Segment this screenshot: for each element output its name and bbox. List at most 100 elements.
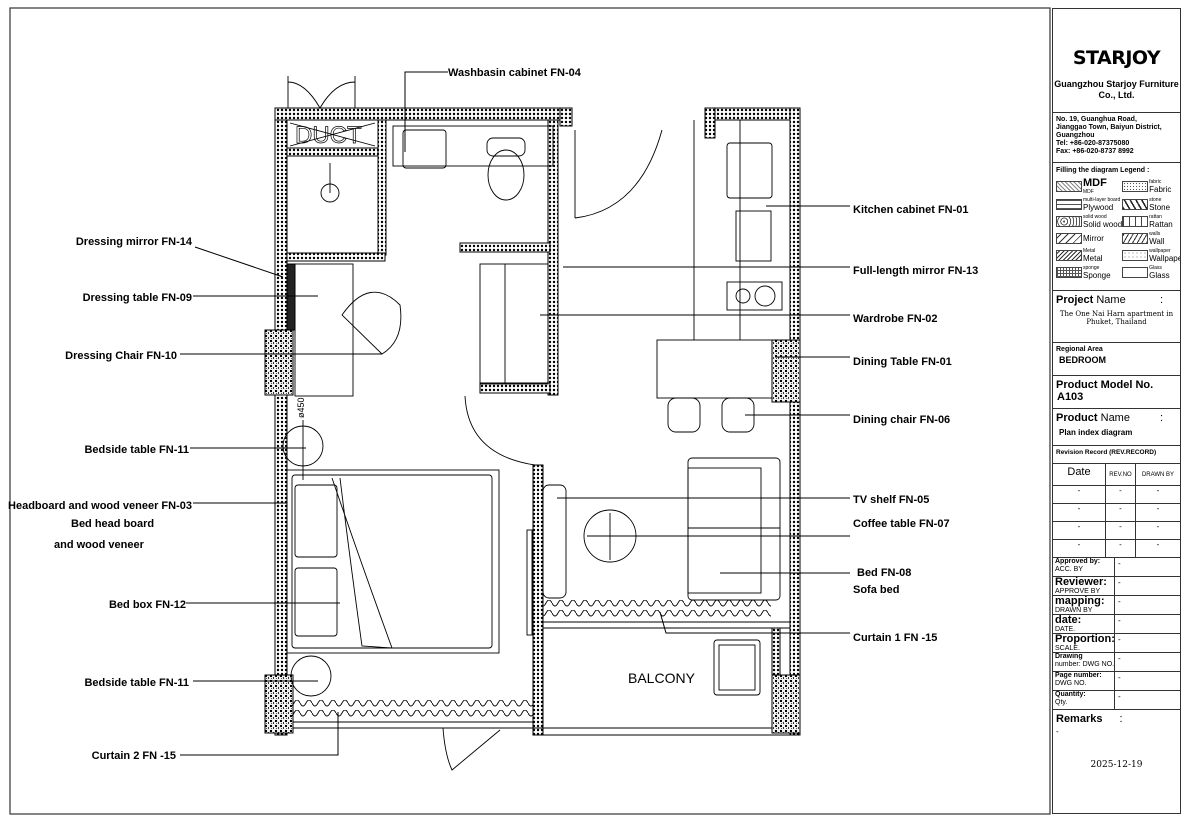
legend-small-label: stone xyxy=(1149,197,1162,203)
field-label: Approved by: xyxy=(1055,558,1101,565)
legend-label: Glass xyxy=(1149,271,1170,280)
mdf-swatch xyxy=(1056,180,1082,192)
regional-area-label: Regional Area xyxy=(1056,346,1103,353)
field-label-cell: Quantity:Qty. xyxy=(1053,691,1115,709)
revision-cell: - xyxy=(1106,504,1136,522)
revision-cell: - xyxy=(1053,486,1106,504)
sponge-swatch xyxy=(1056,267,1082,278)
field-row: mapping:DRAWN BY- xyxy=(1053,596,1180,615)
wall-swatch xyxy=(1122,233,1149,244)
product-model-value: A103 xyxy=(1057,391,1084,403)
field-label: Page number: xyxy=(1055,672,1102,679)
legend-small-label: fabric xyxy=(1149,178,1162,185)
field-label: mapping: xyxy=(1055,596,1105,607)
wallpaper-swatch xyxy=(1122,250,1149,261)
field-label-cell: date:DATE. xyxy=(1053,615,1115,633)
revision-cell: - xyxy=(1106,540,1136,558)
label-dressing-chair: Dressing Chair FN-10 xyxy=(65,350,177,362)
field-label-cell: Proportion:SCALE. xyxy=(1053,634,1115,652)
legend-small-label: walls xyxy=(1149,231,1161,237)
field-label: Quantity: xyxy=(1055,691,1086,698)
label-bedside-table-1: Bedside table FN-11 xyxy=(84,444,189,456)
legend-label: Fabric xyxy=(1149,184,1172,194)
legend-label: Plywood xyxy=(1083,203,1114,212)
address-section: No. 19, Guanghua Road, Jianggao Town, Ba… xyxy=(1053,113,1180,163)
field-label-cell: Page number:DWG NO. xyxy=(1053,672,1115,690)
company-section: STARJOY Guangzhou Starjoy Furniture Co.,… xyxy=(1053,9,1180,113)
legend-item-wallpaper: wallpaperWallpaper xyxy=(1122,248,1180,263)
revision-label: Revision Record (REV.RECORD) xyxy=(1056,449,1157,456)
revision-cell: - xyxy=(1136,504,1180,522)
drawing-frame xyxy=(9,7,1051,815)
field-sub-label: DATE. xyxy=(1055,626,1076,633)
colon: : xyxy=(1159,294,1163,306)
address-line: Guangzhou xyxy=(1056,132,1095,139)
label-dressing-table: Dressing table FN-09 xyxy=(83,292,192,304)
regional-area-value: BEDROOM xyxy=(1059,355,1106,365)
field-value: - xyxy=(1118,559,1121,568)
label-bed-box: Bed box FN-12 xyxy=(109,599,186,611)
field-value: - xyxy=(1118,578,1121,587)
legend-label: Sponge xyxy=(1083,271,1111,280)
legend-label: Wall xyxy=(1149,237,1165,246)
label-tv-shelf: TV shelf FN-05 xyxy=(853,494,929,506)
field-label: Proportion: xyxy=(1055,634,1115,645)
legend-label: MDF xyxy=(1083,177,1107,189)
field-label: Reviewer: xyxy=(1055,577,1107,588)
legend-text: Mirror xyxy=(1083,234,1104,243)
revision-section: Revision Record (REV.RECORD) xyxy=(1053,446,1180,464)
field-sub-label: number: DWG NO. xyxy=(1055,661,1115,668)
field-value: - xyxy=(1118,616,1121,625)
product-name-value: Plan index diagram xyxy=(1059,428,1133,437)
legend-small-label: Glass xyxy=(1149,265,1162,271)
field-value: - xyxy=(1118,654,1121,663)
label-full-length-mirror: Full-length mirror FN-13 xyxy=(853,265,978,277)
revision-header: REV.NO xyxy=(1106,464,1136,486)
label-sofa-bed: Sofa bed xyxy=(853,584,899,596)
revision-cell: - xyxy=(1106,486,1136,504)
field-row: Proportion:SCALE.- xyxy=(1053,634,1180,653)
mirror-swatch xyxy=(1056,233,1082,244)
legend-label: Rattan xyxy=(1149,220,1173,229)
label-bed-head-board: Bed head board xyxy=(71,518,154,530)
walls xyxy=(264,107,801,736)
legend-label: Metal xyxy=(1083,254,1103,263)
plywood-swatch xyxy=(1056,199,1082,210)
fixtures xyxy=(282,76,790,771)
label-washbasin-cabinet: Washbasin cabinet FN-04 xyxy=(448,67,582,79)
glass-swatch xyxy=(1122,267,1149,278)
remarks-section: Remarks : - 2025-12-19 xyxy=(1053,710,1180,813)
starjoy-logo: STARJOY xyxy=(1072,47,1161,69)
product-name-section: Product Name : Plan index diagram xyxy=(1053,409,1180,446)
field-label-cell: mapping:DRAWN BY xyxy=(1053,596,1115,614)
field-row: Approved by:ACC. BY- xyxy=(1053,558,1180,577)
rattan-swatch xyxy=(1122,216,1149,227)
legend-label: Stone xyxy=(1149,203,1171,212)
label-wood-veneer: and wood veneer xyxy=(54,539,145,551)
regional-area-section: Regional Area BEDROOM xyxy=(1053,343,1180,376)
legend-small-label: Metal xyxy=(1083,248,1096,254)
product-model-section: Product Model No. A103 xyxy=(1053,376,1180,409)
revision-cell: - xyxy=(1136,486,1180,504)
product-label-2: Name xyxy=(1100,412,1130,424)
balcony-label: BALCONY xyxy=(628,670,696,686)
legend-sub-label: MDF xyxy=(1083,189,1094,195)
fabric-swatch xyxy=(1122,180,1149,192)
revision-header: DRAWN BY xyxy=(1136,464,1180,486)
address-line: No. 19, Guanghua Road, xyxy=(1056,116,1137,123)
legend-label: Mirror xyxy=(1083,234,1104,243)
